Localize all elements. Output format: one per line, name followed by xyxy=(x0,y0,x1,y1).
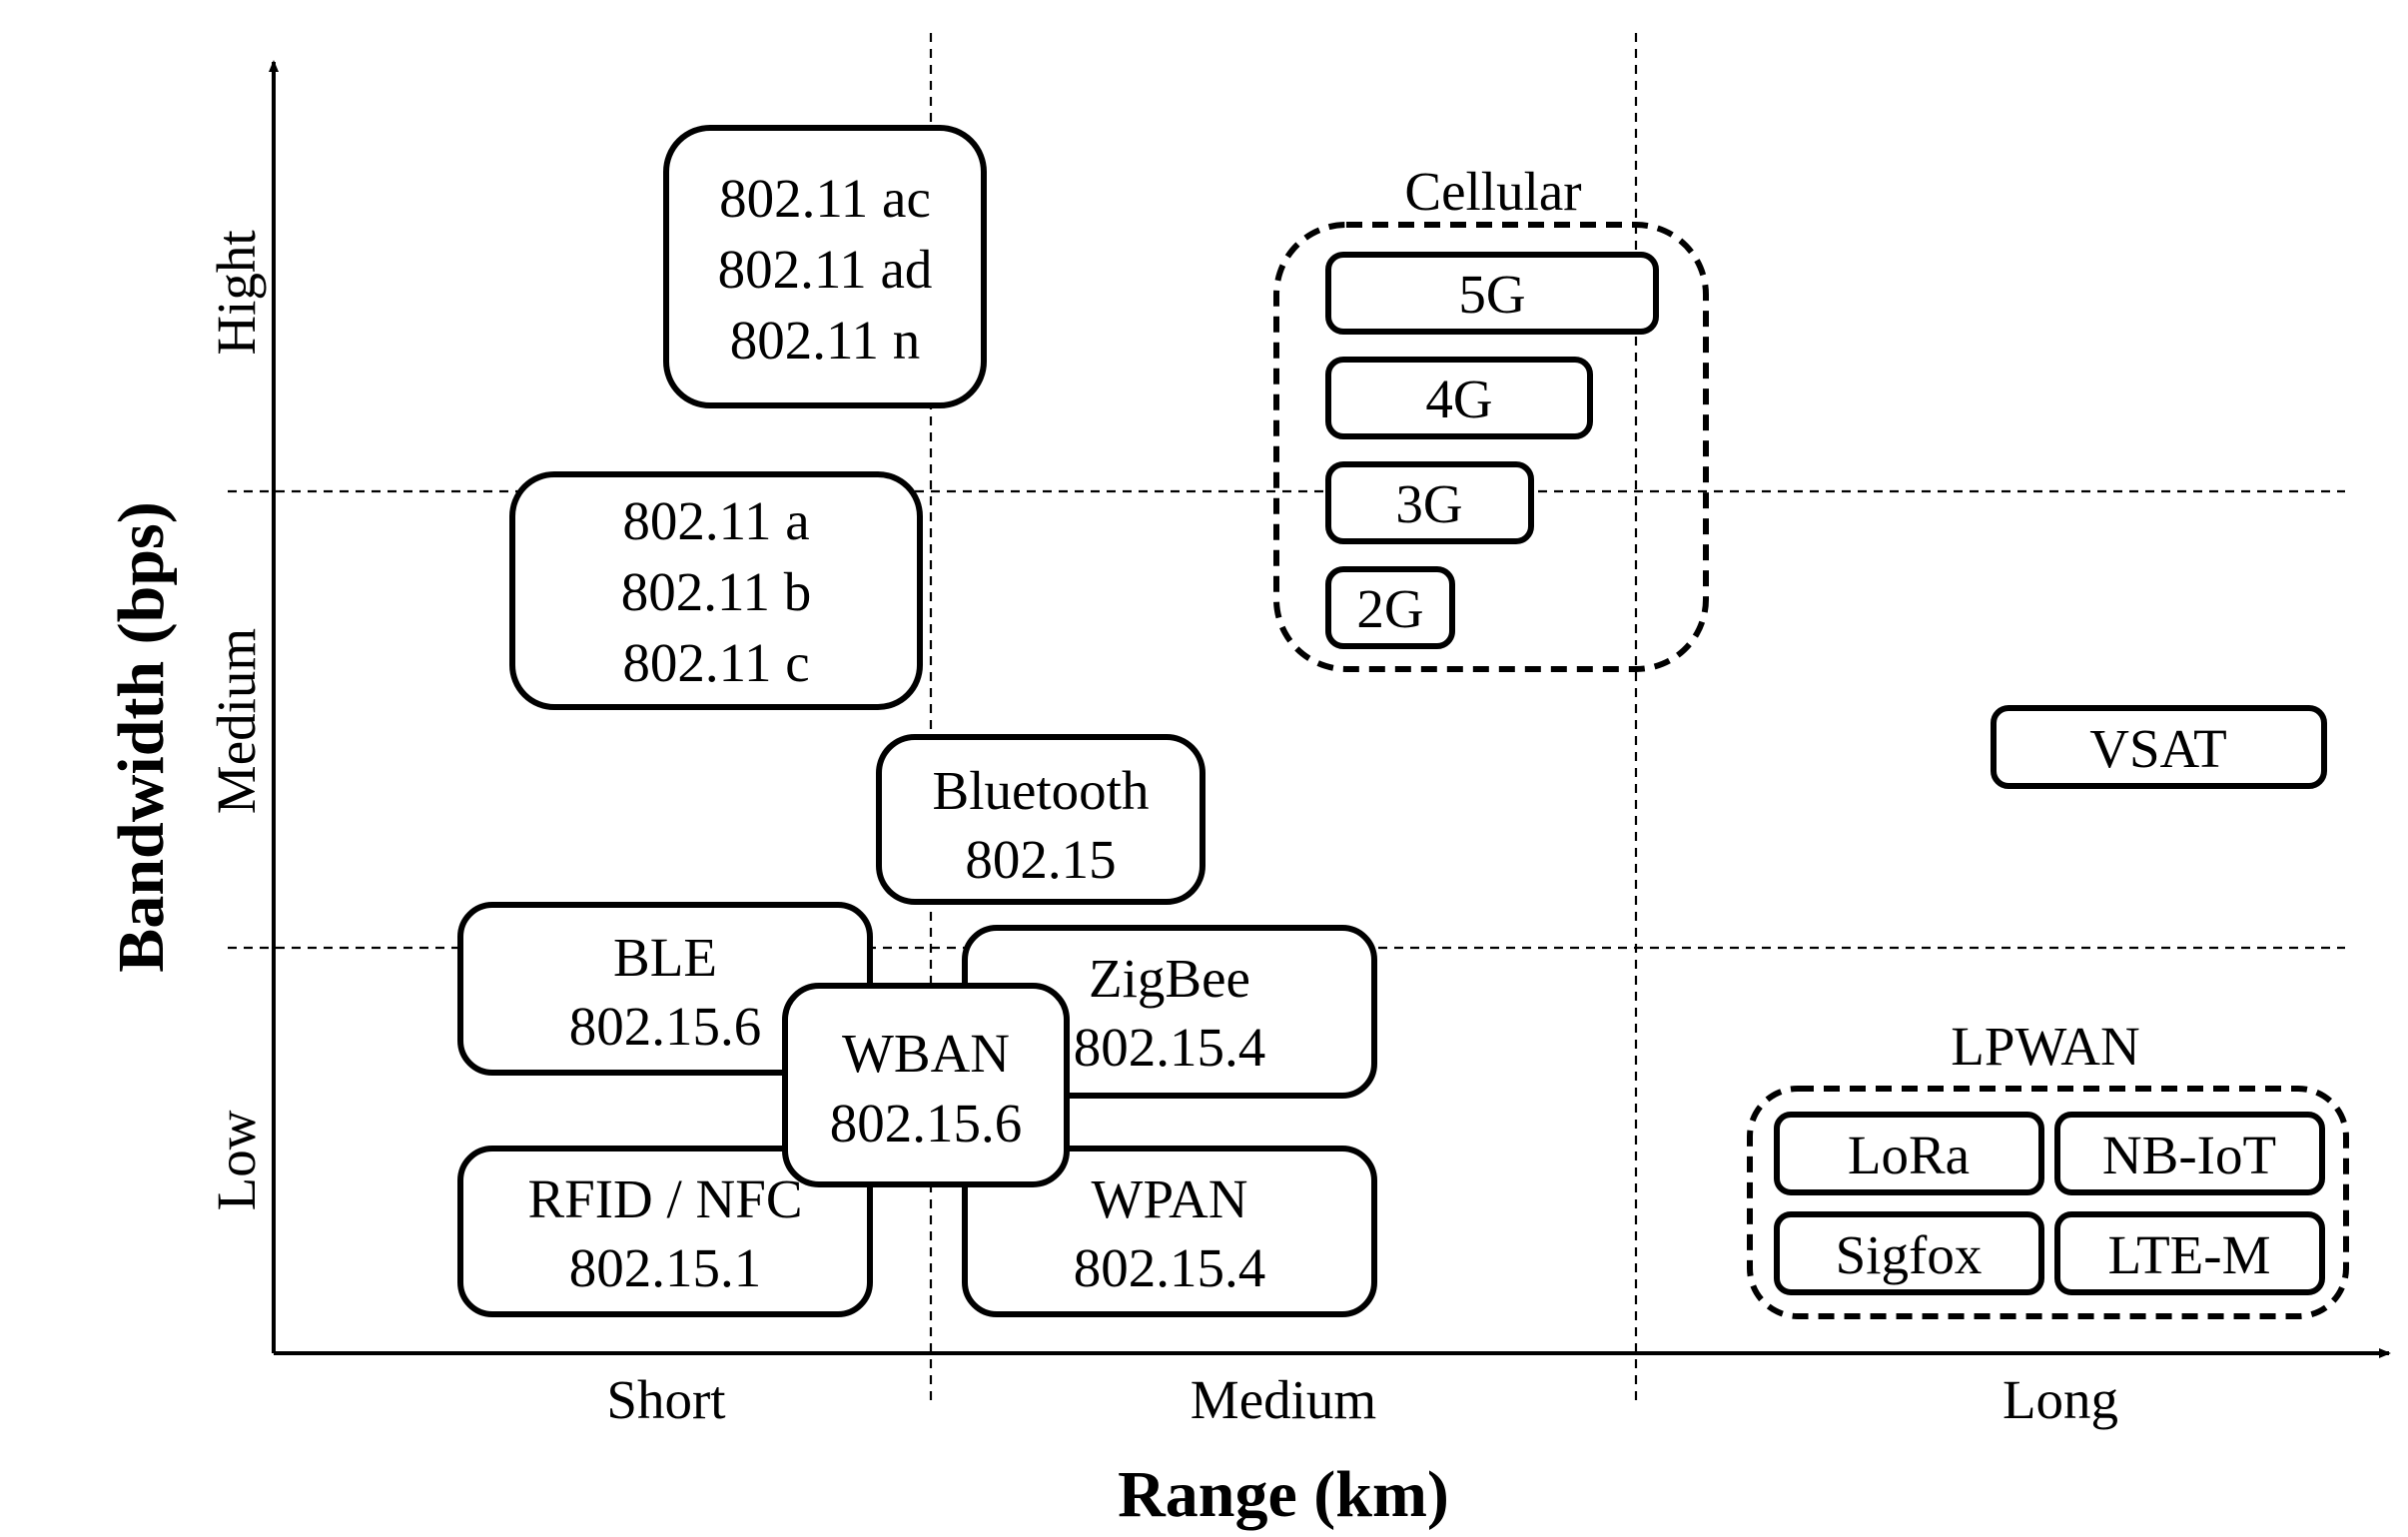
cellular-3g-box: 3G xyxy=(1325,461,1534,544)
svg-text:Sigfox: Sigfox xyxy=(1836,1224,1983,1285)
wpan-box: WPAN 802.15.4 xyxy=(962,1146,1377,1317)
cellular-2g-box: 2G xyxy=(1325,566,1455,649)
bluetooth-box: Bluetooth 802.15 xyxy=(876,734,1205,905)
svg-text:Bluetooth: Bluetooth xyxy=(933,760,1150,821)
svg-text:2G: 2G xyxy=(1356,578,1423,639)
svg-text:WPAN: WPAN xyxy=(1092,1168,1248,1229)
lpwan-group-label: LPWAN xyxy=(1951,1016,2139,1077)
svg-text:4G: 4G xyxy=(1425,369,1492,429)
svg-text:WBAN: WBAN xyxy=(842,1023,1010,1084)
svg-text:802.11 c: 802.11 c xyxy=(622,632,809,693)
y-tier-high: Hight xyxy=(206,230,267,355)
svg-text:802.15.4: 802.15.4 xyxy=(1074,1237,1266,1298)
cellular-4g-box: 4G xyxy=(1325,357,1593,439)
svg-text:RFID / NFC: RFID / NFC xyxy=(527,1168,802,1229)
svg-text:5G: 5G xyxy=(1458,264,1525,325)
sigfox-box: Sigfox xyxy=(1774,1211,2044,1295)
wifi-high-box: 802.11 ac 802.11 ad 802.11 n xyxy=(663,125,987,408)
ltem-box: LTE-M xyxy=(2054,1211,2325,1295)
svg-text:802.11 ad: 802.11 ad xyxy=(718,239,933,300)
y-axis-title: Bandwidth (bps) xyxy=(105,501,178,972)
x-tier-medium: Medium xyxy=(1191,1369,1376,1430)
svg-text:ZigBee: ZigBee xyxy=(1089,948,1250,1009)
y-tier-low: Low xyxy=(206,1110,267,1210)
cellular-group-border xyxy=(1273,222,1709,672)
svg-text:LoRa: LoRa xyxy=(1848,1125,1970,1185)
wifi-medium-box: 802.11 a 802.11 b 802.11 c xyxy=(509,471,923,710)
vsat-box: VSAT xyxy=(1991,705,2327,789)
x-tier-short: Short xyxy=(606,1369,725,1430)
svg-text:802.15.4: 802.15.4 xyxy=(1074,1017,1266,1078)
y-tier-medium: Medium xyxy=(206,628,267,814)
svg-text:802.15.6: 802.15.6 xyxy=(830,1093,1023,1153)
nbiot-box: NB-IoT xyxy=(2054,1112,2325,1195)
wban-box: WBAN 802.15.6 xyxy=(782,983,1070,1187)
svg-text:802.15.1: 802.15.1 xyxy=(569,1237,762,1298)
svg-text:802.15: 802.15 xyxy=(965,829,1116,890)
svg-text:802.15.6: 802.15.6 xyxy=(569,996,762,1057)
svg-text:NB-IoT: NB-IoT xyxy=(2102,1125,2276,1185)
x-axis-title: Range (km) xyxy=(1118,1458,1449,1531)
lora-box: LoRa xyxy=(1774,1112,2044,1195)
svg-text:802.11 b: 802.11 b xyxy=(621,561,811,622)
svg-text:VSAT: VSAT xyxy=(2089,718,2227,779)
x-tier-long: Long xyxy=(2003,1369,2118,1430)
svg-text:802.11 ac: 802.11 ac xyxy=(719,168,931,229)
cellular-5g-box: 5G xyxy=(1325,252,1659,335)
svg-text:BLE: BLE xyxy=(613,927,717,988)
svg-text:802.11 a: 802.11 a xyxy=(622,490,809,551)
cellular-group-label: Cellular xyxy=(1404,161,1581,222)
svg-text:LTE-M: LTE-M xyxy=(2108,1224,2271,1285)
rfid-nfc-box: RFID / NFC 802.15.1 xyxy=(457,1146,873,1317)
svg-text:3G: 3G xyxy=(1395,473,1462,534)
svg-text:802.11 n: 802.11 n xyxy=(730,310,920,371)
